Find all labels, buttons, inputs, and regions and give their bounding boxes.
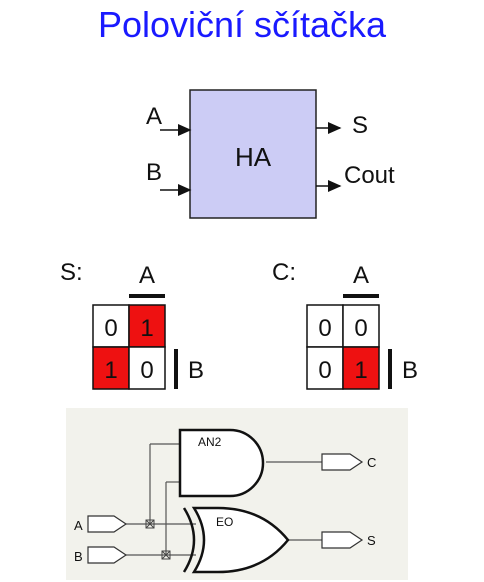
kmap-s-top-var: A [139, 262, 155, 289]
kmap-s-grid [92, 304, 166, 390]
kmap-s-cell-01: 1 [140, 315, 153, 342]
kmap-s-cell-01-bg [128, 304, 166, 348]
kmap-s-cell-00: 0 [104, 315, 117, 342]
ha-block-label: HA [235, 142, 272, 172]
circuit-input-a-label: A [74, 518, 83, 533]
kmap-c-cell-00-bg [306, 304, 344, 348]
output-s-label: S [352, 112, 368, 139]
kmap-c-cell-11: 1 [354, 357, 367, 384]
xor-gate-input-arc [182, 507, 196, 573]
kmap-s-name: S: [60, 259, 83, 286]
output-port-s [321, 531, 364, 549]
kmap-s-cell-11: 0 [140, 357, 153, 384]
kmap-c-grid [306, 304, 380, 390]
kmap-c-cell-00: 0 [318, 315, 331, 342]
kmap-c-cell-10-bg [306, 346, 344, 390]
kmap-c-name: C: [272, 259, 296, 286]
and-gate-label: AN2 [198, 435, 222, 449]
input-b-label: B [146, 159, 162, 186]
xor-gate [191, 506, 290, 574]
circuit-input-b-label: B [74, 549, 83, 564]
and-gate [178, 428, 265, 498]
kmap-s-cell-10: 1 [104, 357, 117, 384]
ha-block [189, 89, 317, 219]
input-port-b [87, 546, 128, 564]
output-port-c [321, 453, 364, 471]
xor-gate-label: EO [216, 515, 233, 529]
kmap-c-cell-11-bg [342, 346, 380, 390]
circuit-output-c-label: C [367, 455, 376, 470]
output-cout-label: Cout [344, 162, 395, 189]
kmap-c-side-var: B [402, 357, 418, 384]
circuit-wires [126, 443, 322, 556]
kmap-s-cell-11-bg [128, 346, 166, 390]
junction-b [161, 550, 171, 560]
kmap-c-cell-01: 0 [354, 315, 367, 342]
input-port-a [87, 515, 128, 533]
page-title: Poloviční sčítačka [97, 4, 387, 45]
kmap-c-cell-10: 0 [318, 357, 331, 384]
junction-a [145, 519, 155, 529]
kmap-s-side-var: B [188, 357, 204, 384]
kmap-c-top-var: A [353, 262, 369, 289]
kmap-c-cell-01-bg [342, 304, 380, 348]
input-a-label: A [146, 103, 162, 130]
circuit-output-s-label: S [367, 533, 376, 548]
